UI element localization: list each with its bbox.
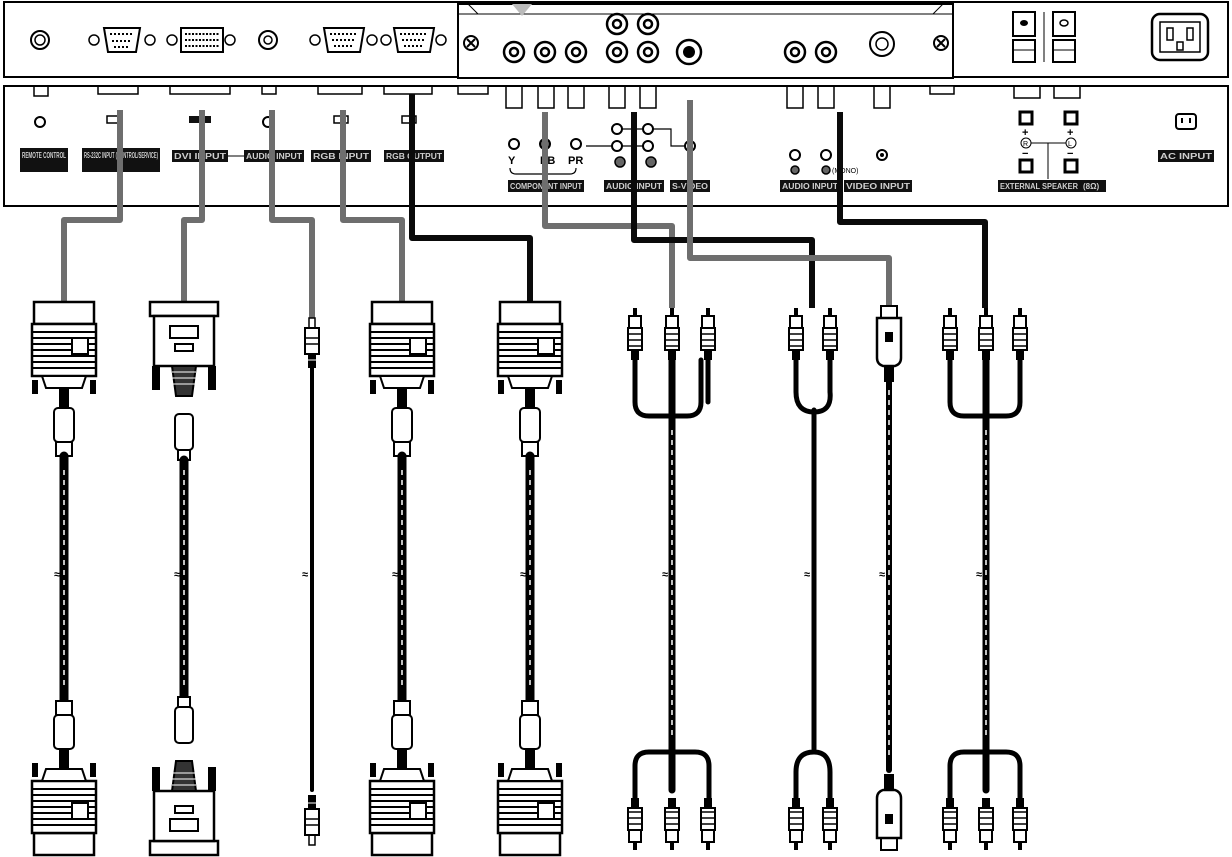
component-pb-top-plug xyxy=(664,307,680,361)
cable-break-marks: ≈ ≈ ≈ ≈ ≈ ≈ ≈ ≈ ≈ xyxy=(54,569,982,581)
cable-bodies xyxy=(59,356,1023,803)
mono-label: (MONO) xyxy=(832,168,858,175)
label-panel: Y PB PR (MONO) xyxy=(3,85,1229,207)
s-video-top-plug xyxy=(875,304,903,384)
audio-r-bottom-plug xyxy=(822,797,838,851)
route-component xyxy=(542,112,675,308)
cable-routing xyxy=(61,94,988,318)
svg-text:≈: ≈ xyxy=(520,569,526,581)
top-plugs xyxy=(30,300,1028,462)
ac-input-symbol xyxy=(1175,113,1197,130)
speaker-minus-l: − xyxy=(1067,148,1073,160)
component-pr-label: PR xyxy=(568,155,583,167)
mini-jack-top-plug xyxy=(304,317,320,369)
svg-text:≈: ≈ xyxy=(976,569,982,581)
rgb-input-port xyxy=(309,27,378,53)
dvi-top-plug xyxy=(148,300,220,462)
av-2-top-plug xyxy=(978,307,994,361)
speaker-minus-r: − xyxy=(1022,148,1028,160)
route-audio-pc xyxy=(269,110,315,318)
rgb-input-top-plug xyxy=(368,300,436,458)
label-remote-control: REMOTE CONTROL xyxy=(22,151,66,160)
dvi-port xyxy=(166,27,236,53)
svg-text:≈: ≈ xyxy=(54,569,60,581)
screw-left-icon xyxy=(463,35,479,51)
route-s-video xyxy=(687,100,892,306)
component-y-bottom-plug xyxy=(627,797,643,851)
route-rgb-input xyxy=(340,110,405,302)
mini-jack-bottom-plug xyxy=(304,794,320,846)
label-video-input: VIDEO INPUT xyxy=(846,182,910,191)
label-audio-input-2: AUDIO INPUT xyxy=(782,182,838,191)
rgb-output-port xyxy=(380,27,447,53)
remote-control-jack xyxy=(30,30,50,50)
speaker-terminals-top xyxy=(1012,11,1076,63)
rs232c-port xyxy=(88,27,156,53)
speaker-plus-l: + xyxy=(1067,127,1073,139)
audio-l-top-plug xyxy=(788,307,804,361)
component-y-label: Y xyxy=(508,155,516,167)
rgb-input-bottom-plug xyxy=(368,699,436,857)
ac-input-socket xyxy=(1150,12,1210,62)
label-ac-input: AC INPUT xyxy=(1160,152,1212,161)
cable-stripes xyxy=(63,390,987,760)
speaker-r: R xyxy=(1023,141,1028,148)
screw-right-icon xyxy=(933,35,949,51)
component-pr-bottom-plug xyxy=(700,797,716,851)
antenna-jack xyxy=(869,31,895,57)
audio-r-top-plug xyxy=(822,307,838,361)
svg-text:≈: ≈ xyxy=(302,569,308,581)
av-1-bottom-plug xyxy=(942,797,958,851)
speaker-plus-r: + xyxy=(1022,127,1028,139)
route-dvi xyxy=(181,110,205,302)
component-pb-bottom-plug xyxy=(664,797,680,851)
svg-text:≈: ≈ xyxy=(174,569,180,581)
rgb-output-bottom-plug xyxy=(496,699,564,857)
speaker-l: L xyxy=(1068,141,1072,148)
svg-text:≈: ≈ xyxy=(879,569,885,581)
svg-text:≈: ≈ xyxy=(662,569,668,581)
rs232c-top-plug xyxy=(30,300,98,458)
audio-input-pc-jack xyxy=(258,30,278,50)
route-rgb-output xyxy=(409,94,533,302)
dvi-bottom-plug xyxy=(148,695,220,857)
label-external-speaker: EXTERNAL SPEAKER xyxy=(1000,182,1078,191)
av-3-bottom-plug xyxy=(1012,797,1028,851)
label-external-speaker-ohm: (8Ω) xyxy=(1083,182,1100,191)
route-av xyxy=(837,112,988,308)
rs232c-bottom-plug xyxy=(30,699,98,857)
route-audio-av xyxy=(631,112,815,308)
audio-l-bottom-plug xyxy=(788,797,804,851)
s-video-bottom-plug xyxy=(875,772,903,852)
route-rs232c xyxy=(61,110,123,302)
av-1-top-plug xyxy=(942,307,958,361)
top-jack-panel xyxy=(3,1,1229,79)
svg-text:≈: ≈ xyxy=(392,569,398,581)
svg-text:≈: ≈ xyxy=(804,569,810,581)
rgb-output-top-plug xyxy=(496,300,564,458)
av-2-bottom-plug xyxy=(978,797,994,851)
rca-jacks-top xyxy=(502,12,838,64)
remote-control-jack-symbol xyxy=(34,116,46,128)
s-video-jack xyxy=(675,38,703,66)
bottom-plugs xyxy=(30,695,1028,857)
component-pr-top-plug xyxy=(700,307,716,361)
pointer-arrow-icon xyxy=(512,4,532,16)
speaker-symbols xyxy=(1018,110,1079,179)
component-y-top-plug xyxy=(627,307,643,361)
audio-video-2-symbols xyxy=(789,149,888,175)
av-3-top-plug xyxy=(1012,307,1028,361)
